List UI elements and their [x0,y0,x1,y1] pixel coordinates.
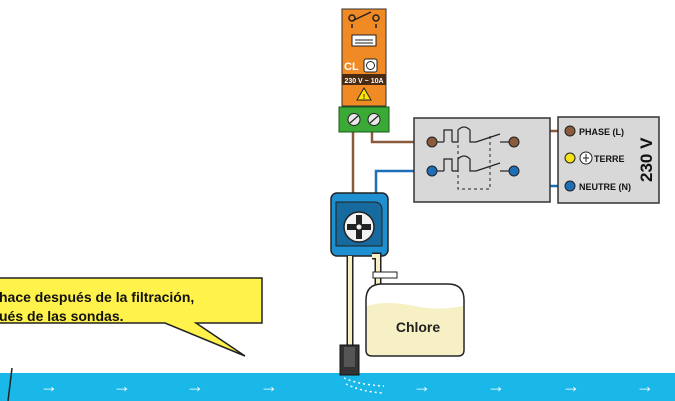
pipe-arrow: → [260,376,278,396]
terminal-block [338,106,390,133]
relay-module: CL 230 V ~ 10A ! [341,8,387,107]
water-pipe [0,373,675,401]
neutral-terminal [564,180,576,192]
breaker-terminal [508,136,520,148]
callout-pointer [7,367,13,401]
earth-label: TERRE [594,154,625,164]
breaker-terminal [508,165,520,177]
pipe-arrow: → [487,376,505,396]
callout-line-2: ués de las sondas. [0,308,124,324]
callout-line-1: hace después de la filtración, [0,289,195,305]
voltage-label: 230 V [637,137,656,182]
pipe-arrow: → [562,376,580,396]
breaker-terminal [426,136,438,148]
warning-icon [356,87,372,101]
dosing-pump [330,192,389,257]
svg-text:!: ! [363,94,365,101]
relay-cl-label: CL [344,61,359,73]
injector [339,344,360,376]
injection-spray [343,377,385,394]
phase-label: PHASE (L) [579,127,624,137]
relay-contact [372,14,380,22]
phase-terminal [564,125,576,137]
pipe-arrow: → [413,376,431,396]
pipe-arrow: → [186,376,204,396]
breaker-panel [413,117,551,203]
breaker-terminal [426,165,438,177]
neutral-label: NEUTRE (N) [579,182,631,192]
tank-label: Chlore [396,319,441,335]
relay-rating: 230 V ~ 10A [344,78,383,85]
pipe-arrow: → [636,376,654,396]
earth-terminal [564,152,576,164]
pipe-arrow: → [113,376,131,396]
callout-bubble [0,277,263,401]
pipe-arrow: → [40,376,58,396]
callout-text: hace después de la filtración, ués de la… [0,285,262,326]
power-supply-panel: PHASE (L) TERRE NEUTRE (N) 230 V [557,116,660,204]
chlorine-tank: Chlore [365,283,465,357]
pipe-arrows: → → → → → → → → [40,376,654,396]
fan-icon [363,58,378,73]
